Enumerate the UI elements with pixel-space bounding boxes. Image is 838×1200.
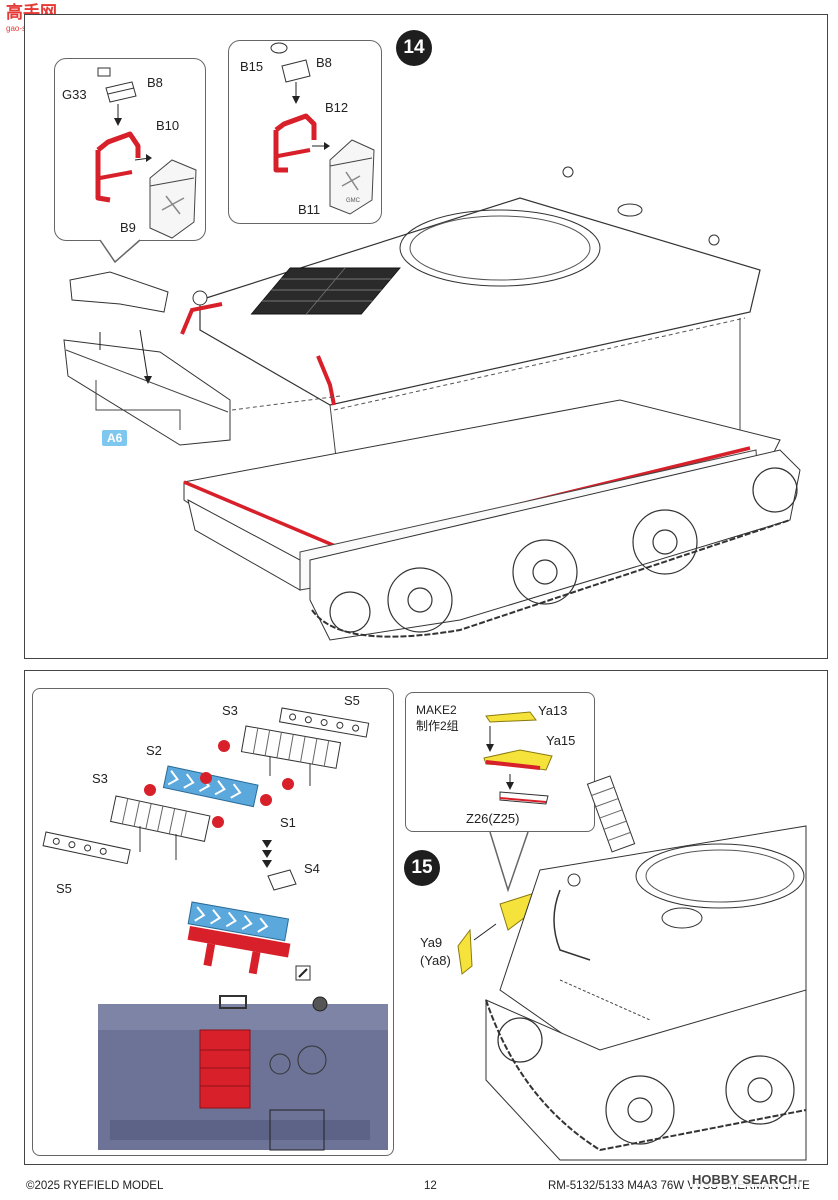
make2-label-en: MAKE2 [416, 703, 457, 717]
watermark-hobby-search: HOBBY SEARCH [690, 1172, 800, 1187]
label-b15: B15 [240, 59, 264, 74]
make2-label-cn: 制作2组 [416, 719, 459, 733]
label-s4: S4 [304, 861, 320, 876]
ref-tag-a6: A6 [102, 430, 128, 446]
label-ya8: (Ya8) [420, 953, 451, 968]
label-b12: B12 [325, 100, 349, 115]
footer-page-number: 12 [424, 1180, 437, 1192]
step-15-badge: 15 [404, 850, 440, 886]
label-b9: B9 [120, 220, 136, 235]
label-z26: Z26(Z25) [466, 811, 520, 826]
label-s2: S2 [146, 743, 162, 758]
label-s3-bottom: S3 [92, 771, 108, 786]
label-ya13: Ya13 [538, 703, 568, 718]
label-s5-bottom: S5 [56, 881, 72, 896]
label-ya15: Ya15 [546, 733, 576, 748]
label-b10: B10 [156, 118, 180, 133]
label-s1: S1 [280, 815, 296, 830]
label-b8-right: B8 [316, 55, 332, 70]
label-g33: G33 [62, 87, 87, 102]
gmc-stamp: GMC [346, 198, 361, 204]
label-ya9: Ya9 [420, 935, 443, 950]
footer-copyright: ©2025 RYEFIELD MODEL [26, 1180, 164, 1192]
label-b11: B11 [298, 202, 321, 217]
label-b8-left: B8 [147, 75, 163, 90]
step-14-badge: 14 [396, 30, 432, 66]
label-s3-top: S3 [222, 703, 238, 718]
label-s5-top: S5 [344, 693, 360, 708]
